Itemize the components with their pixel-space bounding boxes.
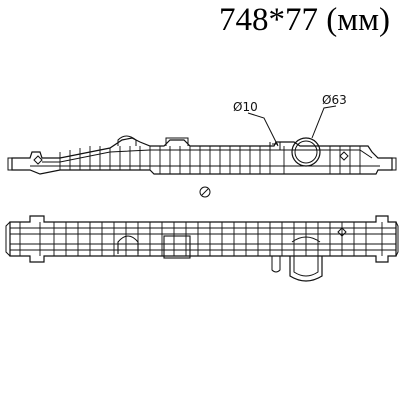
page-title: 748*77 (мм)	[219, 2, 390, 38]
small-port-diameter-label: Ø10	[233, 100, 258, 114]
large-port-diameter-label: Ø63	[322, 93, 347, 107]
tank-side-view	[7, 105, 397, 198]
tank-top-view	[5, 215, 399, 282]
